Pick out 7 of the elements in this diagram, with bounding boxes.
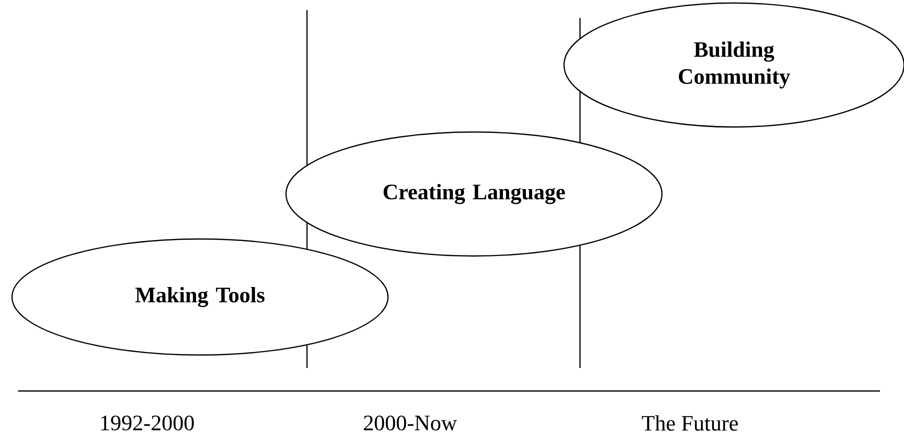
ellipse-node: Making Tools — [11, 238, 389, 356]
period-label: The Future — [642, 415, 738, 431]
ellipse-node: Creating Language — [285, 131, 663, 257]
period-label: 2000-Now — [364, 416, 457, 430]
node-label: Building Community — [678, 41, 790, 89]
period-label: 1992-2000 — [101, 416, 194, 430]
ellipse-node: Building Community — [563, 2, 904, 128]
